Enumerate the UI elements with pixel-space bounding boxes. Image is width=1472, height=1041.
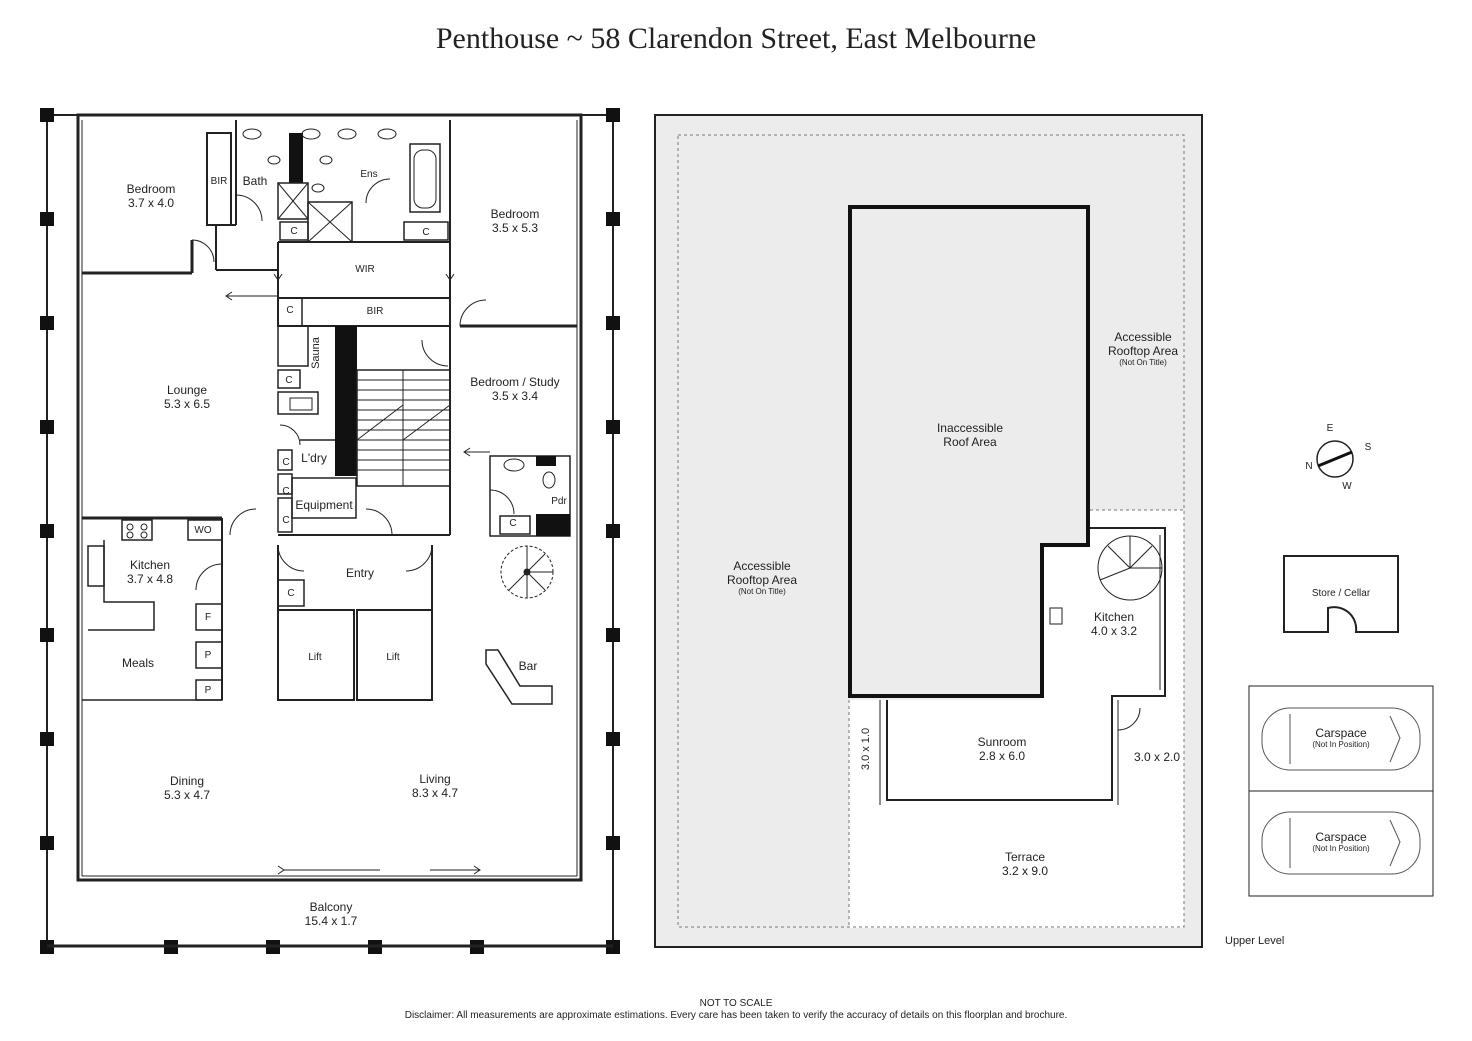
lift-2: Lift — [386, 652, 400, 663]
cupboard-c2: C — [422, 227, 430, 238]
upper-level-label: Upper Level — [1225, 935, 1285, 947]
cupboard-c7: C — [282, 515, 290, 526]
cupboard-c5: C — [282, 457, 290, 468]
compass-w: W — [1342, 481, 1352, 492]
dim-left-label: 3.0 x 1.0 — [860, 727, 873, 771]
cupboard-c6: C — [282, 486, 290, 497]
main-floor-plan — [40, 108, 620, 954]
cupboard-c8: C — [509, 518, 517, 529]
disclaimer: Disclaimer: All measurements are approxi… — [404, 1010, 1068, 1021]
room-bar: Bar — [518, 659, 538, 673]
dim-right-label: 3.0 x 2.0 — [1133, 750, 1181, 764]
room-laundry: L'dry — [301, 451, 327, 465]
compass-e: E — [1326, 423, 1334, 434]
cupboard-c1: C — [290, 226, 298, 237]
compass-s: S — [1364, 442, 1372, 453]
pantry-2: P — [204, 685, 212, 696]
cupboard-c3: C — [286, 305, 294, 316]
wall-oven: WO — [194, 525, 212, 536]
carspace-1: Carspace(Not In Position) — [1312, 726, 1370, 749]
cupboard-c9: C — [287, 588, 295, 599]
cupboard-c4: C — [285, 375, 293, 386]
footer: NOT TO SCALE Disclaimer: All measurement… — [0, 998, 1472, 1022]
room-equipment: Equipment — [295, 498, 353, 512]
page-title: Penthouse ~ 58 Clarendon Street, East Me… — [435, 22, 1037, 55]
lift-1: Lift — [308, 652, 322, 663]
room-entry: Entry — [345, 566, 375, 580]
fridge: F — [204, 612, 212, 623]
room-sauna: Sauna — [309, 337, 322, 369]
room-meals: Meals — [121, 656, 155, 670]
room-powder: Pdr — [551, 496, 567, 507]
room-wir: WIR — [355, 264, 375, 275]
room-bir-2: BIR — [366, 306, 384, 317]
upper-floor-plan — [654, 114, 1434, 948]
carspace-2: Carspace(Not In Position) — [1312, 830, 1370, 853]
room-bir-1: BIR — [210, 176, 228, 187]
pantry-1: P — [204, 650, 212, 661]
room-ensuite: Ens — [360, 169, 378, 180]
room-bath: Bath — [242, 174, 268, 188]
not-to-scale: NOT TO SCALE — [699, 998, 773, 1009]
compass-n: N — [1305, 461, 1313, 472]
store-cellar: Store / Cellar — [1311, 588, 1371, 599]
